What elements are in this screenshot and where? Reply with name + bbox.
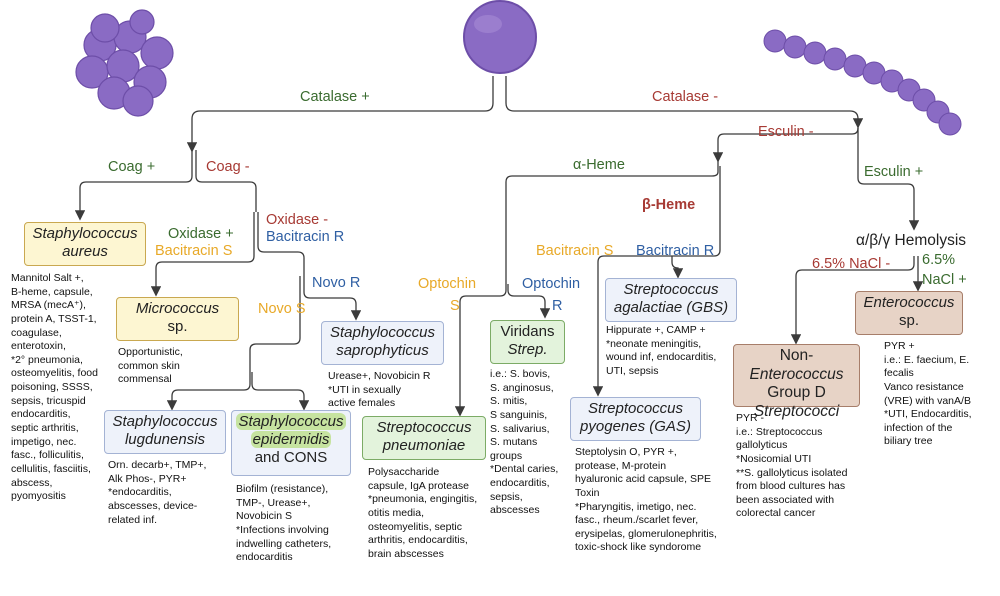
staphylococcus-saprophyticus-box: Staphylococcus saprophyticus [321, 321, 444, 365]
non-enterococcus-notes: PYR - i.e.: Streptococcus gallolyticus *… [736, 412, 848, 520]
staphylococcus-cluster-icon [75, 9, 174, 117]
streptococcus-pyogenes-box: Streptococcus pyogenes (GAS) [570, 397, 701, 441]
streptococcus-pneumoniae-notes: Polysaccharide capsule, IgA protease *pn… [368, 466, 478, 560]
esculin-positive-label: Esculin + [864, 164, 924, 180]
optochin-r-sub-label: R [552, 298, 563, 314]
streptococcus-pyogenes-notes: Steptolysin O, PYR +, protease, M-protei… [575, 446, 717, 554]
esculin-negative-label: Esculin - [758, 124, 814, 140]
bacitracin-s-strep-label: Bacitracin S [536, 243, 614, 259]
nacl-positive-label: 6.5% [922, 252, 956, 268]
staphylococcus-saprophyticus-notes: Urease+, Novobicin R *UTI in sexually ac… [328, 370, 431, 410]
optochin-s-label: Optochin [418, 276, 477, 292]
coag-positive-label: Coag + [108, 159, 156, 175]
micrococcus-box: Micrococcus sp. [116, 297, 239, 341]
oxidase-negative-label: Oxidase - [266, 212, 329, 228]
staphylococcus-lugdunensis-notes: Orn. decarb+, TMP+, Alk Phos-, PYR+ *end… [108, 459, 207, 526]
bacitracin-r-label: Bacitracin R [266, 229, 345, 245]
streptococcus-agalactiae-box: Streptococcus agalactiae (GBS) [605, 278, 737, 322]
viridans-strep-box: Viridans Strep. [490, 320, 565, 364]
coccus-icon [463, 0, 537, 74]
nacl-positive-sub-label: NaCl + [922, 272, 967, 288]
catalase-positive-label: Catalase + [300, 89, 370, 105]
hemolysis-label: α/β/γ Hemolysis [856, 232, 967, 249]
optochin-s-sub-label: S [450, 298, 460, 314]
novo-s-label: Novo S [258, 301, 306, 317]
beta-heme-label: β-Heme [642, 197, 696, 213]
staphylococcus-epidermidis-box: Staphylococcus epidermidis and CONS [231, 410, 351, 476]
oxidase-positive-label: Oxidase + [168, 226, 234, 242]
coag-negative-label: Coag - [206, 159, 250, 175]
staphylococcus-epidermidis-notes: Biofilm (resistance), TMP-, Urease+, Nov… [236, 483, 332, 564]
staphylococcus-aureus-box: Staphylococcus aureus [24, 222, 146, 266]
alpha-heme-label: α-Heme [573, 157, 625, 173]
catalase-negative-label: Catalase - [652, 89, 719, 105]
streptococcus-chain-icon [763, 29, 962, 136]
bacitracin-s-label: Bacitracin S [155, 243, 233, 259]
optochin-r-label: Optochin [522, 276, 581, 292]
nacl-negative-label: 6.5% NaCl - [812, 256, 891, 272]
streptococcus-pneumoniae-box: Streptococcus pneumoniae [362, 416, 486, 460]
micrococcus-notes: Opportunistic, common skin commensal [118, 346, 183, 386]
bacitracin-r-strep-label: Bacitracin R [636, 243, 715, 259]
staphylococcus-lugdunensis-box: Staphylococcus lugdunensis [104, 410, 226, 454]
viridans-strep-notes: i.e.: S. bovis, S. anginosus, S. mitis, … [490, 368, 559, 517]
streptococcus-agalactiae-notes: Hippurate +, CAMP + *neonate meningitis,… [606, 324, 717, 377]
non-enterococcus-group-d-box: Non-Enterococcus Group D Streptococci [733, 344, 860, 420]
novo-r-label: Novo R [312, 275, 361, 291]
enterococcus-notes: PYR + i.e.: E. faecium, E. fecalis Vanco… [884, 340, 972, 448]
staphylococcus-aureus-notes: Mannitol Salt +, B-heme, capsule, MRSA (… [11, 272, 98, 503]
enterococcus-box: Enterococcus sp. [855, 291, 963, 335]
